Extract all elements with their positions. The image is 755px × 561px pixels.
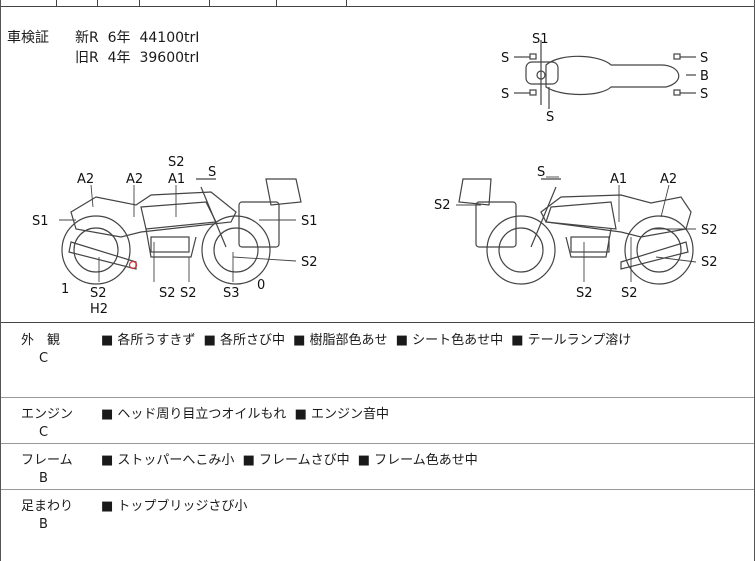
condition-category: フレーム [21, 453, 73, 468]
right-s2-right1: S2 [701, 223, 718, 238]
inspection-new: 新R 6年 44100trI [75, 27, 199, 47]
right-s-top: S [537, 165, 545, 180]
condition-note: ■ エンジン音中 [294, 407, 389, 422]
right-s2-left: S2 [434, 198, 451, 213]
left-side-bike [61, 178, 302, 285]
condition-note: ■ 各所うすきず [101, 333, 196, 348]
top-s1: S1 [532, 32, 549, 47]
condition-row-engine: エンジン C ■ ヘッド周り目立つオイルもれ ■ エンジン音中 [1, 397, 754, 444]
condition-notes: ■ 各所うすきず ■ 各所さび中 ■ 樹脂部色あせ ■ シート色あせ中 ■ テー… [101, 329, 635, 348]
damage-marker [128, 260, 138, 270]
left-s3: S3 [223, 286, 240, 301]
old-years: 4年 [107, 50, 131, 66]
right-s2-bottom2: S2 [621, 286, 638, 301]
left-s2-bottom3: S2 [180, 286, 197, 301]
condition-note: ■ 各所さび中 [203, 333, 285, 348]
top-s-left-top: S [501, 51, 509, 66]
left-a2-mid: A2 [126, 172, 143, 187]
left-num-0: 0 [257, 278, 265, 293]
condition-row-exterior: 外 観 C ■ 各所うすきず ■ 各所さび中 ■ 樹脂部色あせ ■ シート色あせ… [1, 323, 754, 398]
condition-note: ■ 樹脂部色あせ [293, 333, 388, 348]
condition-category: 外 観 [21, 333, 61, 348]
condition-category: エンジン [21, 407, 74, 422]
top-view-bike [514, 40, 696, 109]
top-s-right-top: S [700, 51, 708, 66]
top-s-bottom: S [546, 110, 554, 125]
left-a1: A1 [168, 172, 185, 187]
right-s2-bottom1: S2 [576, 286, 593, 301]
condition-grade: C [39, 425, 49, 440]
condition-grade: B [39, 471, 48, 486]
old-prefix: 旧R [75, 50, 99, 66]
right-a2: A2 [660, 172, 677, 187]
left-s-top: S [208, 165, 216, 180]
condition-note: ■ フレームさび中 [242, 453, 350, 468]
left-s2-top: S2 [168, 155, 185, 170]
condition-note: ■ フレーム色あせ中 [357, 453, 478, 468]
condition-row-frame: フレーム B ■ ストッパーへこみ小 ■ フレームさび中 ■ フレーム色あせ中 [1, 443, 754, 490]
top-b-right: B [700, 69, 709, 84]
left-a2-rear: A2 [77, 172, 94, 187]
left-s2-right: S2 [301, 255, 318, 270]
left-num-1: 1 [61, 282, 69, 297]
new-years: 6年 [107, 30, 131, 46]
damage-diagram: 車検証 新R 6年 44100trI 旧R 4年 39600trI [1, 7, 754, 323]
left-s2-bottom2: S2 [159, 286, 176, 301]
inspection-old: 旧R 4年 39600trI [75, 47, 199, 67]
condition-note: ■ テールランプ溶け [511, 333, 632, 348]
condition-notes: ■ ヘッド周り目立つオイルもれ ■ エンジン音中 [101, 403, 393, 422]
left-s1-right: S1 [301, 214, 318, 229]
motorcycle-diagrams: S1 S S S S B S A2 A2 A1 S2 S S1 S1 S2 1 … [32, 32, 718, 317]
right-s2-right2: S2 [701, 255, 718, 270]
left-h2: H2 [90, 302, 108, 317]
right-side-bike [458, 178, 694, 285]
right-a1: A1 [610, 172, 627, 187]
condition-notes: ■ ストッパーへこみ小 ■ フレームさび中 ■ フレーム色あせ中 [101, 449, 482, 468]
left-s2-bottom1: S2 [90, 286, 107, 301]
new-price: 44100trI [139, 30, 200, 46]
condition-note: ■ ヘッド周り目立つオイルもれ [101, 407, 287, 422]
inspection-label: 車検証 [7, 30, 49, 46]
top-s-left-bottom: S [501, 87, 509, 102]
condition-notes: ■ トップブリッジさび小 [101, 495, 251, 514]
condition-note: ■ ストッパーへこみ小 [101, 453, 235, 468]
left-s1-left: S1 [32, 214, 49, 229]
new-prefix: 新R [75, 30, 99, 46]
condition-note: ■ トップブリッジさび小 [101, 499, 248, 514]
condition-row-suspension: 足まわり B ■ トップブリッジさび小 [1, 489, 754, 561]
old-price: 39600trI [139, 50, 200, 66]
top-s-right-bottom: S [700, 87, 708, 102]
condition-note: ■ シート色あせ中 [395, 333, 504, 348]
condition-grade: B [39, 517, 48, 532]
condition-grade: C [39, 351, 49, 366]
condition-category: 足まわり [21, 499, 74, 514]
top-strip [1, 0, 754, 7]
